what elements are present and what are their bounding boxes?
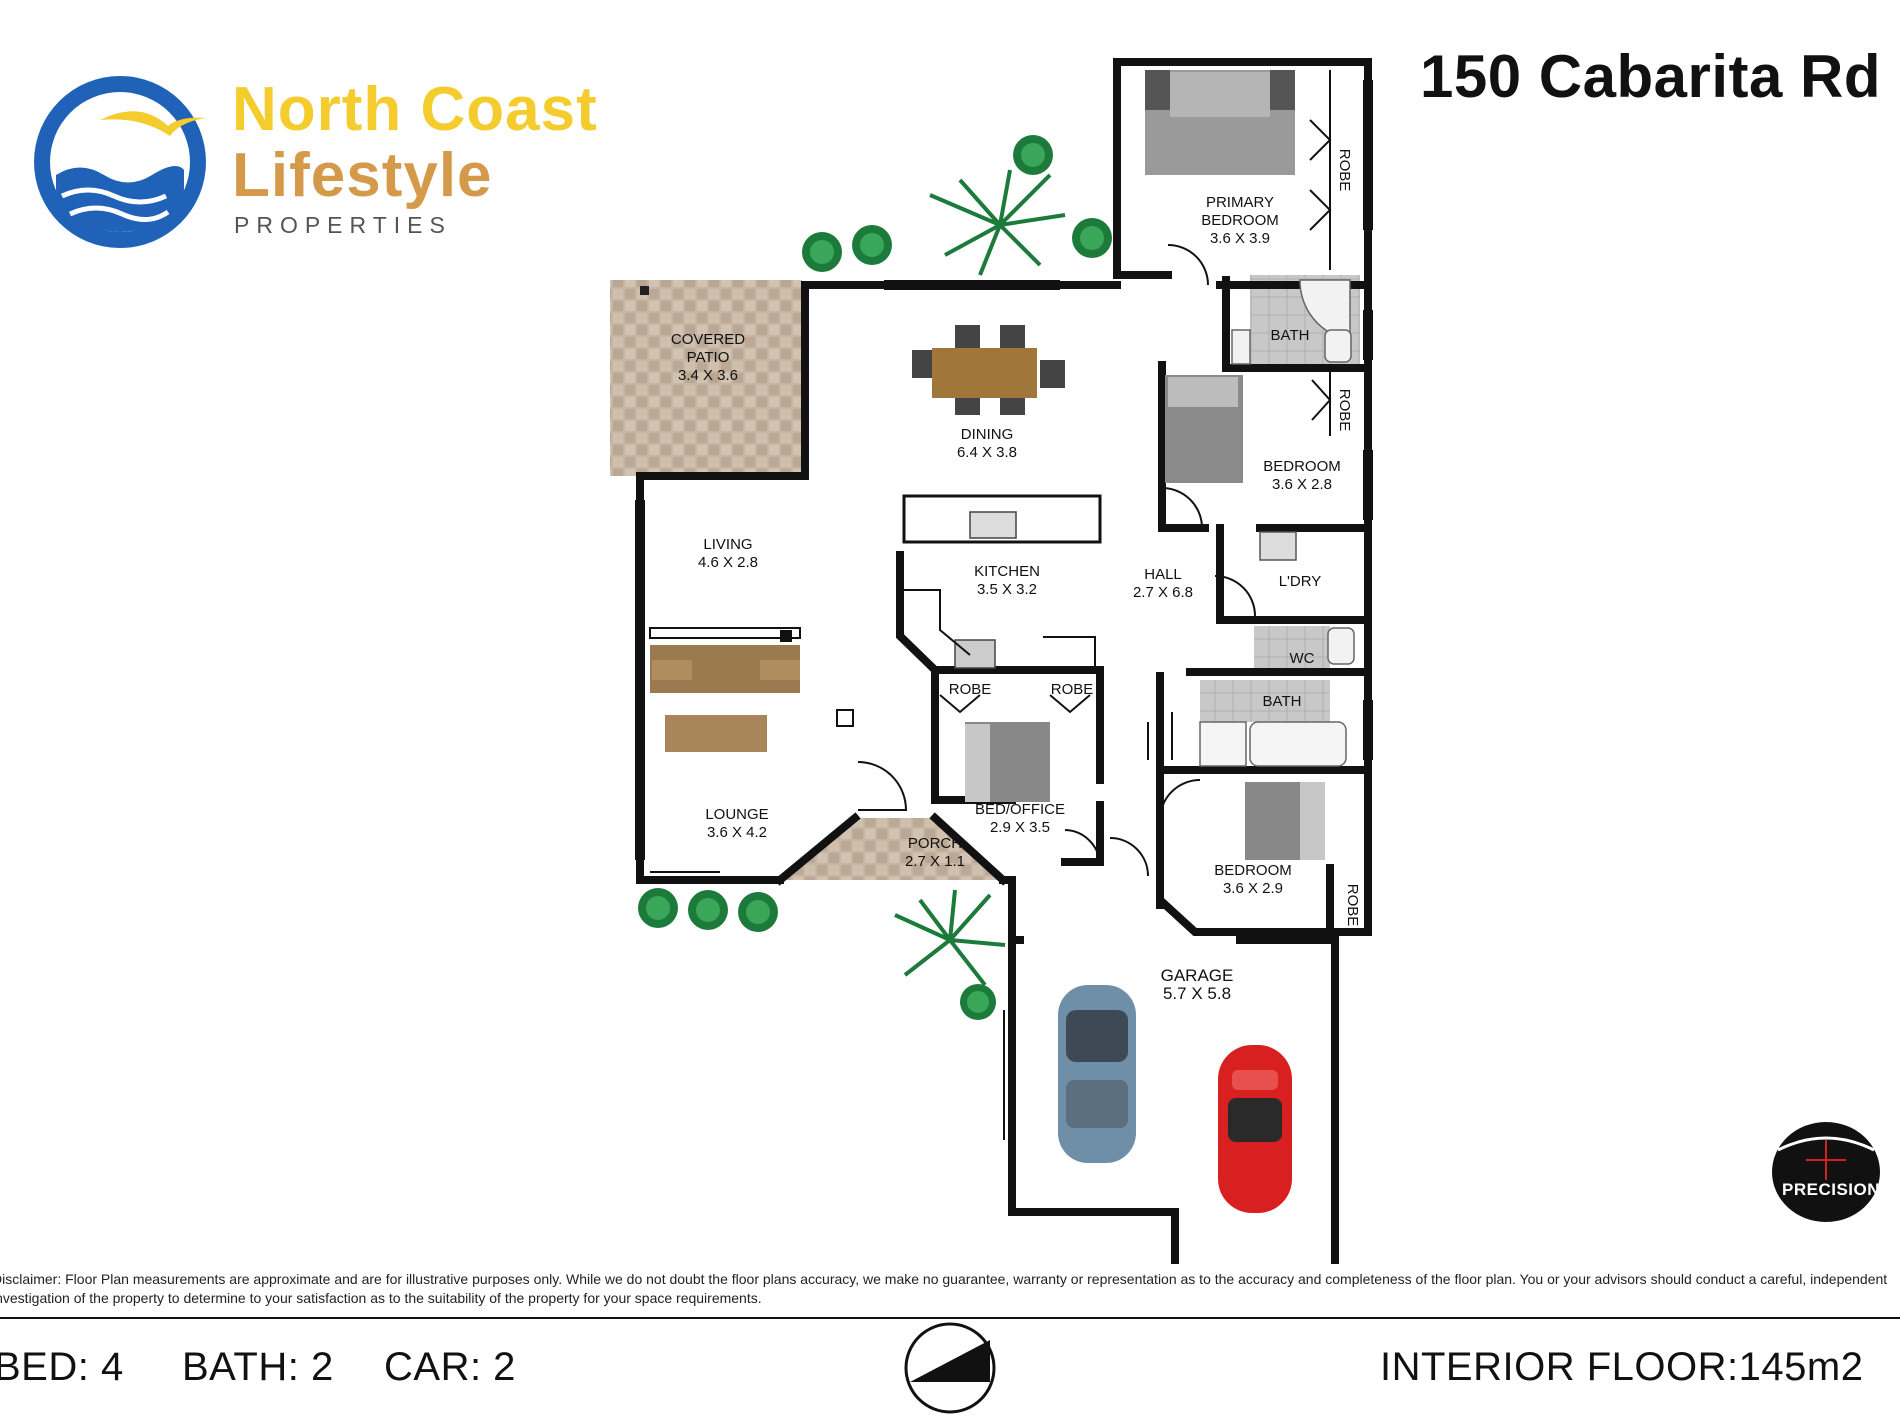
room-label-wc: WC xyxy=(1290,650,1315,667)
room-label-robe2: ROBE xyxy=(1336,389,1353,432)
bath-fixtures xyxy=(1231,279,1352,365)
stat-bath: BATH: 2 xyxy=(182,1345,334,1389)
bedroom2-bed xyxy=(1165,375,1243,483)
room-label-robe4: ROBE xyxy=(1051,681,1094,698)
logo-line-1: North Coast xyxy=(232,75,598,144)
robe-doors xyxy=(939,70,1332,928)
room-label-robe5: ROBE xyxy=(1344,884,1361,927)
logo-line-3: PROPERTIES xyxy=(234,212,452,238)
sofa xyxy=(649,627,801,752)
covered-patio-floor xyxy=(610,280,802,476)
car-blue xyxy=(1058,985,1136,1163)
wave-bird-logo-icon xyxy=(34,76,206,248)
bath2-tiles xyxy=(1200,680,1330,722)
room-label-bath2: BATH xyxy=(1263,693,1302,710)
disclaimer-text: Disclaimer: Floor Plan measurements are … xyxy=(0,1271,1888,1306)
kitchen-bench xyxy=(900,494,1102,669)
stat-car: CAR: 2 xyxy=(384,1345,516,1389)
stat-interior-floor: INTERIOR FLOOR:145m2 xyxy=(1380,1345,1864,1389)
room-label-robe1: ROBE xyxy=(1336,149,1353,192)
north-arrow-compass-icon xyxy=(904,1322,996,1414)
primary-bed xyxy=(1145,70,1295,175)
car-red xyxy=(1218,1045,1292,1213)
property-address: 150 Cabarita Rd xyxy=(1420,43,1882,110)
office-bed xyxy=(965,722,1050,802)
precision-badge-text: PRECISION xyxy=(1782,1180,1881,1199)
room-label-bath1: BATH xyxy=(1271,327,1310,344)
precision-images-logo-icon xyxy=(1772,1122,1880,1222)
walls xyxy=(636,58,1372,1264)
windows xyxy=(635,80,1373,1140)
stat-bed: BED: 4 xyxy=(0,1345,124,1389)
room-label-ldry: L'DRY xyxy=(1279,573,1322,590)
dining-table xyxy=(912,325,1065,415)
wc-tiles xyxy=(1254,626,1330,668)
plants xyxy=(638,135,1112,1020)
room-label-robe3: ROBE xyxy=(949,681,992,698)
bedroom3-bed xyxy=(1245,782,1325,860)
logo-line-2: Lifestyle xyxy=(232,141,493,210)
doors xyxy=(857,244,1256,877)
